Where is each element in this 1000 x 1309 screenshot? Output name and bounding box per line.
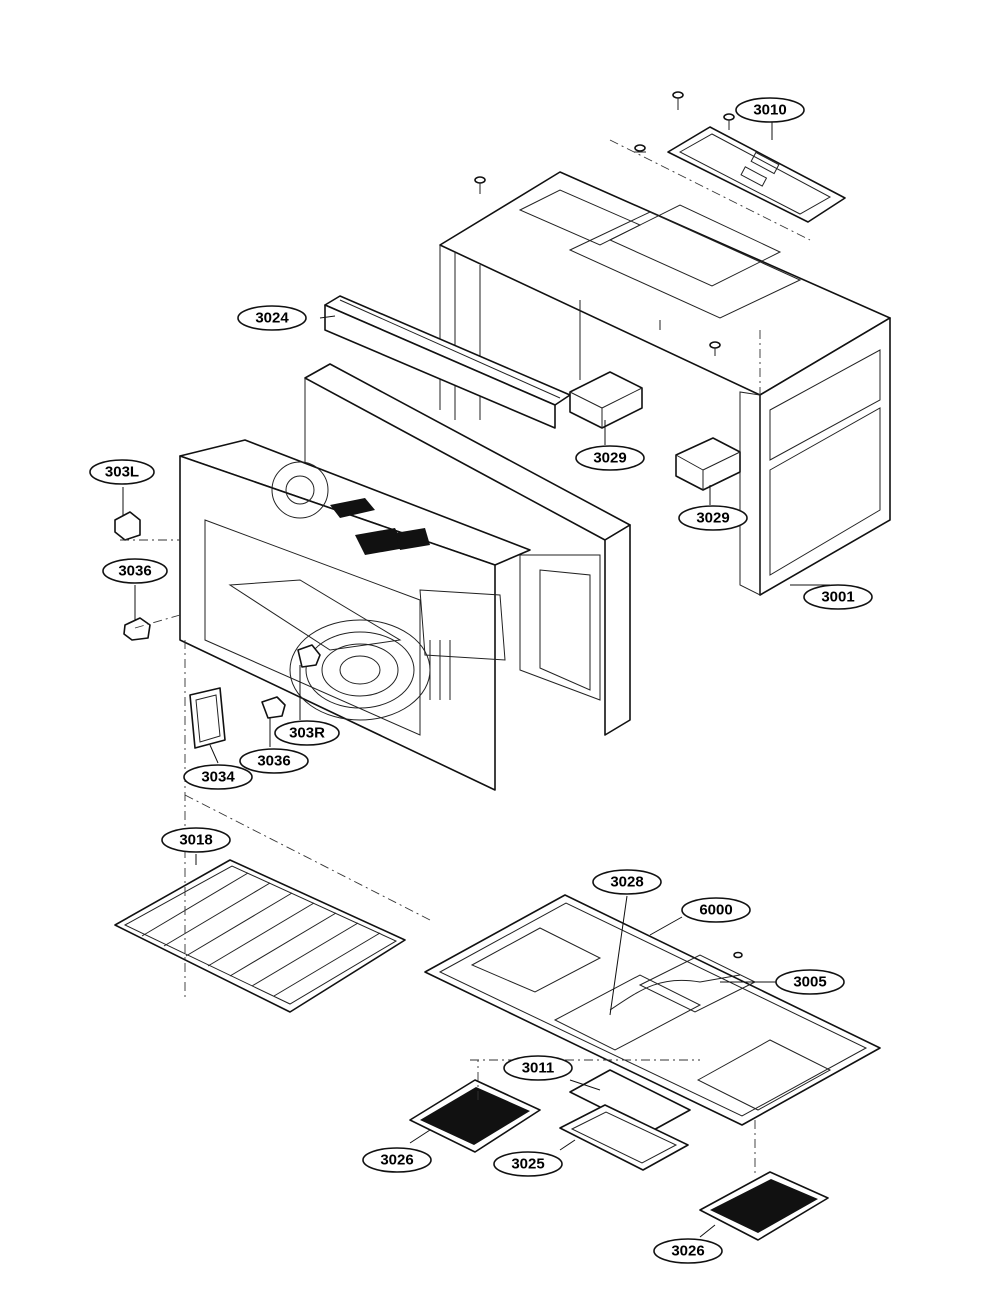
screw-icon [723,113,735,130]
latch-303l [114,511,141,541]
screws [474,91,743,959]
screw-icon [709,341,721,356]
side-panel [189,687,226,749]
screw-icon [474,176,486,194]
filter-frame-3025 [559,1104,689,1171]
svg-text:3036: 3036 [118,563,151,580]
svg-text:3036: 3036 [257,753,290,770]
part-callout-3024: 3024 [237,305,307,331]
relay-left [569,371,643,429]
svg-text:3011: 3011 [522,1060,555,1077]
svg-text:3026: 3026 [671,1243,704,1260]
svg-text:3025: 3025 [511,1156,544,1173]
leader-lines [122,122,830,1238]
part-callout-3005: 3005 [775,969,845,995]
svg-text:6000: 6000 [699,902,732,919]
svg-text:303R: 303R [289,725,325,742]
upper-rail [324,295,571,429]
part-callout-3029-right: 3029 [678,505,748,531]
filter-grille-right [699,1171,829,1241]
part-callout-3018: 3018 [161,827,231,853]
cavity-frame [304,363,631,736]
top-vent-plate [667,126,846,223]
assembly-guides [120,139,811,1175]
oven-cavity [179,439,531,791]
svg-text:3028: 3028 [610,874,643,891]
part-callout-3026-right: 3026 [653,1238,723,1264]
latch-3036a [123,617,151,641]
part-callout-303r: 303R [274,720,340,746]
svg-text:3026: 3026 [380,1152,413,1169]
part-callout-3011: 3011 [503,1055,573,1081]
part-callout-3026-left: 3026 [362,1147,432,1173]
screw-icon [733,951,743,959]
latch-303r [297,644,321,668]
base-plate [424,894,881,1126]
svg-text:3001: 3001 [821,589,854,606]
svg-text:3024: 3024 [255,310,289,327]
part-callout-3010: 3010 [735,97,805,123]
part-callout-3034: 3034 [183,764,253,790]
part-callout-3029-left: 3029 [575,445,645,471]
part-callout-303l: 303L [89,459,155,485]
svg-text:3029: 3029 [593,450,626,467]
part-callout-3025: 3025 [493,1151,563,1177]
svg-text:3029: 3029 [696,510,729,527]
svg-text:3010: 3010 [753,102,786,119]
screw-icon [634,144,646,153]
svg-text:3005: 3005 [793,974,826,991]
part-callout-6000: 6000 [681,897,751,923]
part-callout-3036-lower: 3036 [239,748,309,774]
part-callout-3001: 3001 [803,584,873,610]
relay-right [675,437,741,491]
outer-cabinet [439,171,891,596]
part-callout-3036-upper: 3036 [102,558,168,584]
latch-3036b [261,696,286,719]
oven-rack [114,859,406,1013]
filter-grille-left [409,1079,541,1153]
svg-text:3018: 3018 [179,832,212,849]
screw-icon [672,91,684,110]
svg-text:303L: 303L [105,464,139,481]
svg-text:3034: 3034 [201,769,235,786]
part-callout-3028: 3028 [592,869,662,895]
